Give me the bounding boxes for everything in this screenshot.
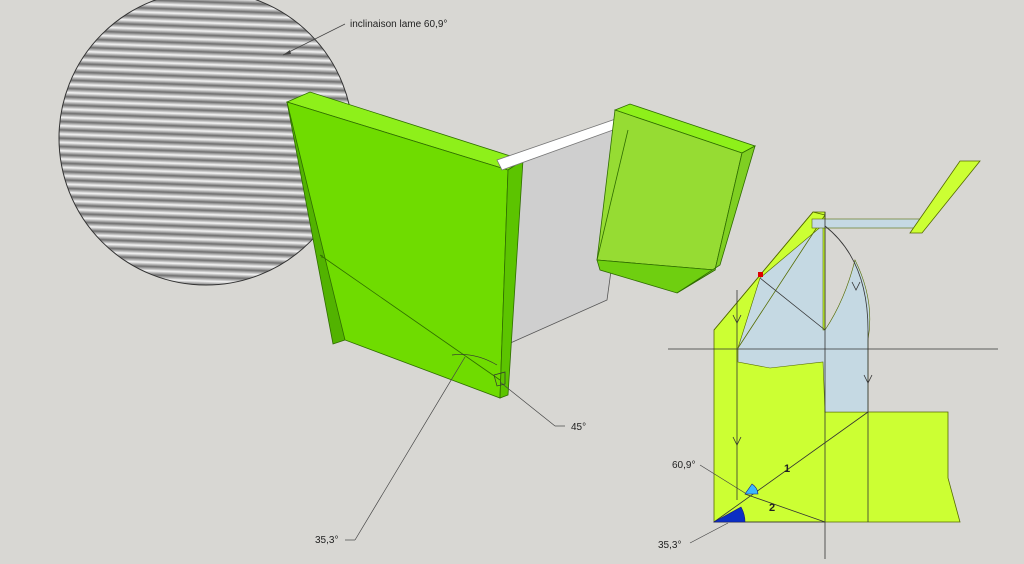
construction-diagram — [668, 160, 998, 559]
label-angle-60-right: 60,9° — [672, 460, 695, 471]
label-blade-tilt: inclinaison lame 60,9° — [350, 19, 447, 30]
label-line-1: 1 — [784, 463, 790, 475]
label-angle-35-left: 35,3° — [315, 535, 338, 546]
label-angle-45: 45° — [571, 422, 586, 433]
label-line-2: 2 — [769, 502, 775, 514]
label-angle-35-right: 35,3° — [658, 540, 681, 551]
left-green-block — [285, 91, 524, 399]
left-leaders — [282, 23, 565, 541]
right-green-block — [596, 103, 757, 294]
